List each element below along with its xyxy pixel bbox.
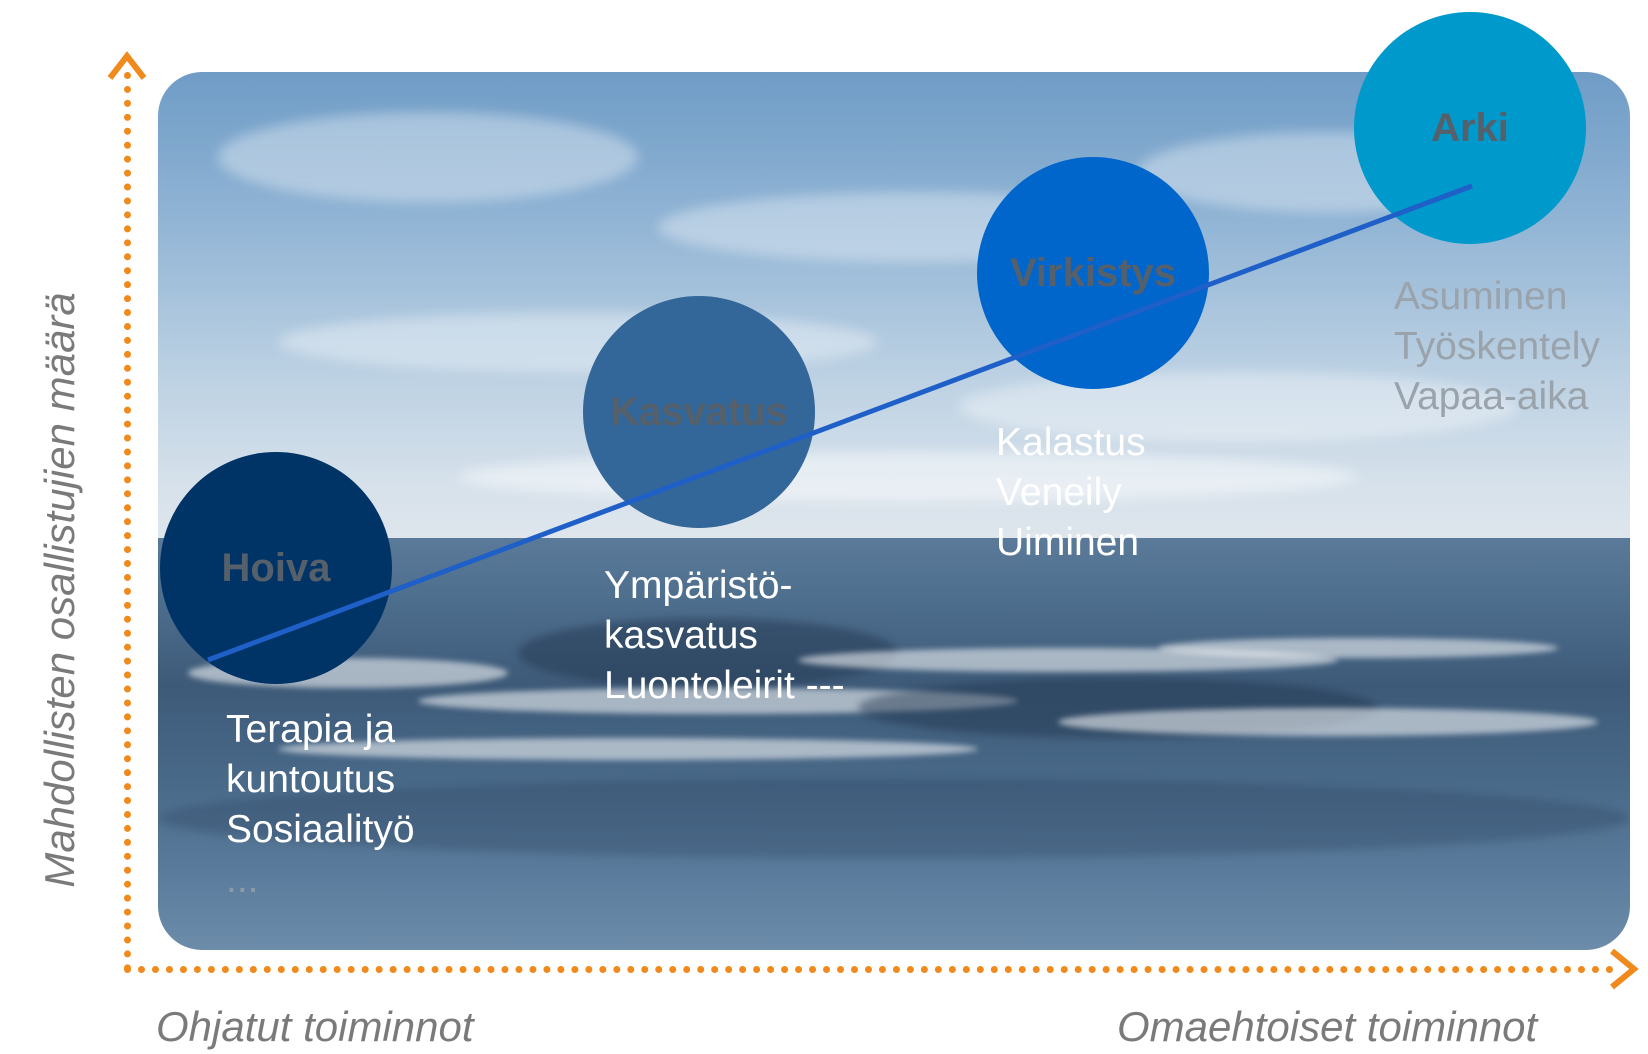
x-axis-right-label: Omaehtoiset toiminnot	[1117, 1003, 1538, 1050]
stage-item: Kalastus	[996, 421, 1146, 464]
x-axis	[124, 966, 1614, 973]
stage-item: Uiminen	[996, 521, 1140, 564]
stage-items-hoiva: Terapia ja kuntoutus Sosiaalityö ...	[226, 705, 415, 905]
x-axis-arrowhead	[1610, 948, 1639, 990]
stage-item: Työskentely	[1394, 325, 1600, 368]
stage-item: Ympäristö-	[604, 564, 793, 607]
y-axis-arrowhead	[107, 51, 147, 80]
trend-line	[207, 183, 1473, 663]
stage-circle-arki: Arki	[1354, 12, 1586, 244]
stage-circle-hoiva: Hoiva	[160, 452, 392, 684]
stage-item: Veneily	[996, 471, 1122, 514]
stage-circle-virkistys: Virkistys	[977, 157, 1209, 389]
stage-item: ...	[226, 858, 259, 901]
y-axis	[124, 72, 131, 972]
sea	[158, 538, 1630, 950]
stage-title-arki: Arki	[1431, 105, 1509, 150]
stage-item: Luontoleirit ---	[604, 664, 845, 707]
stage-items-arki: Asuminen Työskentely Vapaa-aika	[1394, 272, 1600, 422]
stage-item: Sosiaalityö	[226, 808, 415, 851]
y-axis-label: Mahdollisten osallistujien määrä	[36, 292, 83, 888]
stage-item: kuntoutus	[226, 758, 396, 801]
stage-item: Asuminen	[1394, 275, 1568, 318]
x-axis-left-label: Ohjatut toiminnot	[156, 1003, 474, 1050]
stage-items-kasvatus: Ympäristö- kasvatus Luontoleirit ---	[604, 561, 845, 711]
stage-item: kasvatus	[604, 614, 758, 657]
stage-title-hoiva: Hoiva	[221, 545, 331, 590]
stage-items-virkistys: Kalastus Veneily Uiminen	[996, 418, 1146, 568]
stage-item: Terapia ja	[226, 708, 396, 751]
stage-title-kasvatus: Kasvatus	[610, 389, 788, 434]
stage-item: Vapaa-aika	[1394, 375, 1589, 418]
stage-title-virkistys: Virkistys	[1009, 250, 1177, 295]
stage-circle-kasvatus: Kasvatus	[583, 296, 815, 528]
